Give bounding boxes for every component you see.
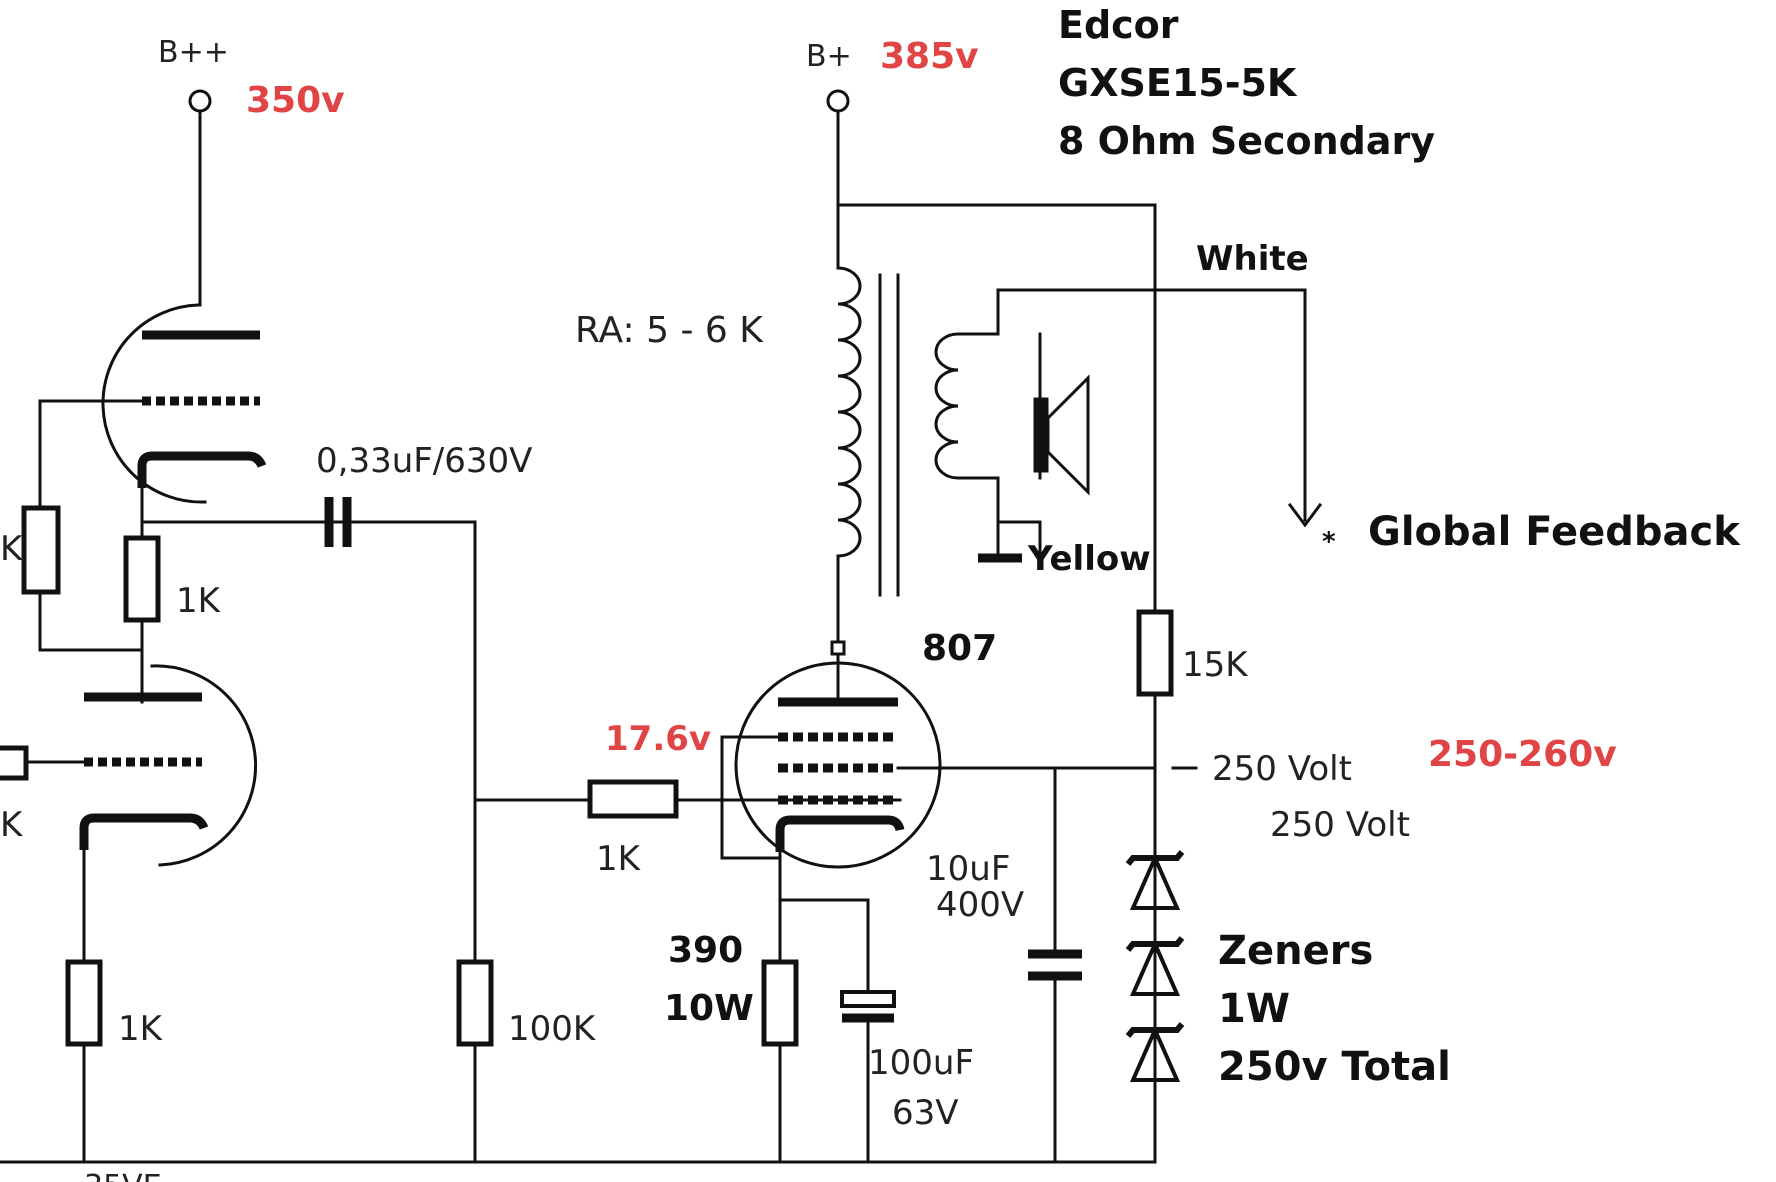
upper-triode-envelope [101, 303, 207, 504]
zener-1-bar [1125, 850, 1185, 866]
tube-name: 807 [922, 628, 997, 669]
zener-1 [1129, 853, 1181, 910]
bpp-voltage: 350v [246, 80, 345, 121]
upper-triode-cathode [137, 451, 267, 488]
bypass-cap-value: 100uF [868, 1043, 974, 1083]
bp-terminal [826, 89, 850, 113]
zener-diode-stack [1125, 850, 1185, 1082]
screen-cap-value: 10uF [926, 849, 1010, 889]
white-lead-label: White [1196, 239, 1309, 279]
bypass-cap-wire [778, 898, 870, 994]
screen-cap-voltage: 400V [936, 885, 1024, 925]
screen-resistor [1136, 609, 1174, 697]
zeners-line-3: 250v Total [1218, 1044, 1451, 1090]
zener-3-bar [1125, 1022, 1185, 1038]
zener-2 [1129, 939, 1181, 996]
lower-grid-resistor [0, 745, 29, 781]
bypass-cap-plus-plate [840, 990, 896, 1008]
secondary-winding [934, 332, 1000, 480]
lower-triode-envelope [150, 664, 257, 867]
tube-807-cathode [775, 815, 905, 852]
cathode-resistor-label: 1K [118, 1009, 164, 1049]
cathode-bias-value: 390 [668, 930, 743, 971]
tube-807-top-cap [830, 640, 846, 656]
zeners-line-2: 1W [1218, 986, 1290, 1032]
grid-stopper-label: 1K [596, 839, 642, 879]
transformer-brand: Edcor [1058, 3, 1179, 47]
feedback-arrow-icon [1287, 502, 1323, 528]
feedback-wire [996, 288, 1307, 522]
zener-2-bar [1125, 936, 1185, 952]
lower-triode-cathode [79, 813, 209, 850]
grid-leak-resistor [456, 959, 494, 1047]
screen-supply-label-2: 250 Volt [1270, 805, 1410, 845]
grid-stopper-resistor [587, 779, 679, 819]
bpp-terminal [188, 89, 212, 113]
plate-resistor [123, 535, 161, 623]
cathode-bias-resistor [761, 959, 799, 1047]
bpp-label: B++ [158, 35, 229, 70]
zener-3 [1129, 1025, 1181, 1082]
zeners-line-1: Zeners [1218, 928, 1373, 974]
transformer-secondary: 8 Ohm Secondary [1058, 119, 1435, 163]
secondary-return-wire [996, 476, 1042, 558]
feedback-label: Global Feedback [1368, 509, 1741, 555]
speaker-magnet [1033, 397, 1049, 473]
bp-voltage: 385v [880, 36, 979, 77]
grid-leak-label: 100K [508, 1009, 597, 1049]
screen-supply-wire [836, 203, 1157, 1164]
speaker-icon [1046, 374, 1090, 496]
yellow-lead-label: Yellow [1027, 539, 1151, 579]
coupling-cap-label: 0,33uF/630V [316, 441, 532, 481]
screen-supply-label: 250 Volt [1212, 749, 1352, 789]
left-partial-label-2: K [0, 805, 24, 845]
primary-winding [836, 266, 862, 558]
bp-label: B+ [806, 39, 852, 74]
cathode-bias-power: 10W [664, 988, 754, 1029]
bypass-cap-voltage: 63V [892, 1093, 959, 1133]
cathode-resistor [65, 959, 103, 1047]
bottom-partial-label: 35VE [84, 1169, 162, 1182]
grid-voltage: 17.6v [605, 719, 711, 759]
transformer-model: GXSE15-5K [1058, 61, 1298, 105]
suppressor-tie-wire [720, 735, 782, 860]
coupling-out-wire [345, 520, 477, 1164]
left-partial-label-1: K [0, 529, 24, 569]
ra-label: RA: 5 - 6 K [575, 310, 764, 351]
screen-supply-measured: 250-260v [1428, 734, 1617, 775]
screen-resistor-label: 15K [1182, 645, 1249, 685]
left-resistor [21, 505, 61, 595]
feedback-marker: * [1322, 527, 1336, 557]
plate-resistor-label: 1K [176, 581, 222, 621]
